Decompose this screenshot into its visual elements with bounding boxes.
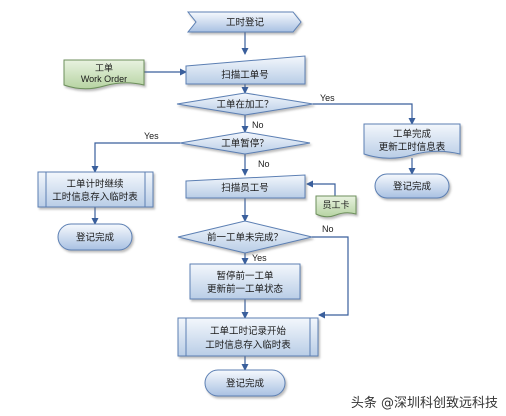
pause-prev-line2: 更新前一工单状态: [207, 283, 284, 295]
edge-label-no-2: No: [258, 159, 270, 169]
pause-prev-node: [189, 263, 301, 300]
decision-prev-done-label: 前一工单未完成？: [207, 232, 283, 244]
pause-prev-line1: 暂停前一工单: [216, 270, 274, 282]
edge-label-no-1: No: [252, 120, 264, 130]
continue-node: [37, 171, 154, 208]
edge-label-yes-1: Yes: [320, 93, 335, 103]
edge-label-yes-2: Yes: [144, 131, 159, 141]
edge-label-no-3: No: [322, 224, 334, 234]
done-right-line1: 工单完成: [393, 128, 432, 140]
done-right-line2: 更新工时信息表: [379, 141, 446, 153]
end-left-terminal: [57, 223, 133, 251]
watermark: 头条 @深圳科创致远科技: [351, 395, 498, 411]
employee-card: [315, 195, 357, 218]
scan-emp-label: 扫描员工号: [221, 182, 269, 194]
decision-paused: [179, 131, 311, 155]
decision-prev-done: [177, 220, 313, 254]
record-node: [177, 317, 319, 357]
decision-paused-label: 工单暂停？: [221, 138, 269, 150]
work-order-doc-line2: Work Order: [81, 74, 127, 84]
decision-in-process-label: 工单在加工？: [216, 99, 273, 111]
edge-label-yes-3: Yes: [252, 253, 267, 263]
end-bottom-terminal: [204, 369, 286, 397]
continue-line2: 工时信息存入临时表: [52, 191, 138, 203]
scan-order-label: 扫描工单号: [221, 69, 269, 81]
record-line1: 工单工时记录开始: [210, 325, 287, 337]
scan-order-node: [185, 55, 306, 85]
work-order-document: [63, 59, 145, 90]
connectors: [91, 32, 416, 371]
edge-q2-yes: [91, 142, 180, 173]
end-bottom-label: 登记完成: [226, 378, 265, 390]
end-right-label: 登记完成: [393, 181, 432, 193]
start-terminal: [186, 11, 302, 33]
scan-emp-node: [185, 174, 306, 199]
edge-q3-no: [312, 236, 349, 319]
end-left-label: 登记完成: [76, 232, 115, 244]
edge-card-to-scan-emp: [306, 180, 336, 196]
done-right-document: [363, 123, 461, 159]
work-order-doc-line1: 工单: [95, 62, 113, 74]
record-line2: 工时信息存入临时表: [205, 339, 291, 351]
end-right-terminal: [374, 173, 450, 199]
start-label: 工时登记: [226, 17, 265, 29]
continue-line1: 工单计时继续: [66, 178, 124, 190]
edge-q1-yes: [313, 103, 416, 125]
employee-card-label: 员工卡: [322, 199, 349, 211]
decision-in-process: [176, 92, 314, 116]
